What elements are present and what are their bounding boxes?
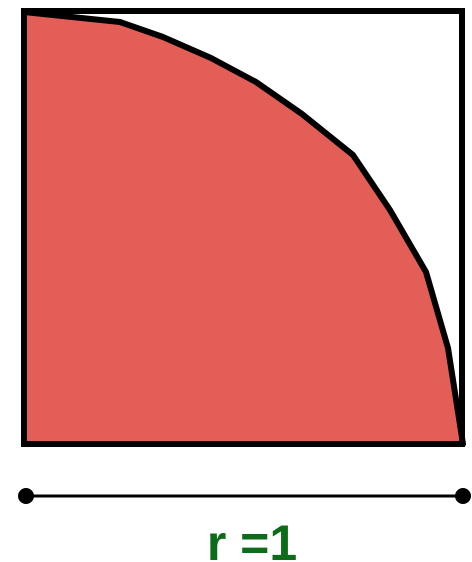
radius-label: r =1 <box>207 515 297 562</box>
radius-end-point <box>455 488 471 504</box>
quarter-circle-region <box>21 9 466 447</box>
radius-start-point <box>18 488 34 504</box>
unit-square-outline <box>21 8 465 447</box>
